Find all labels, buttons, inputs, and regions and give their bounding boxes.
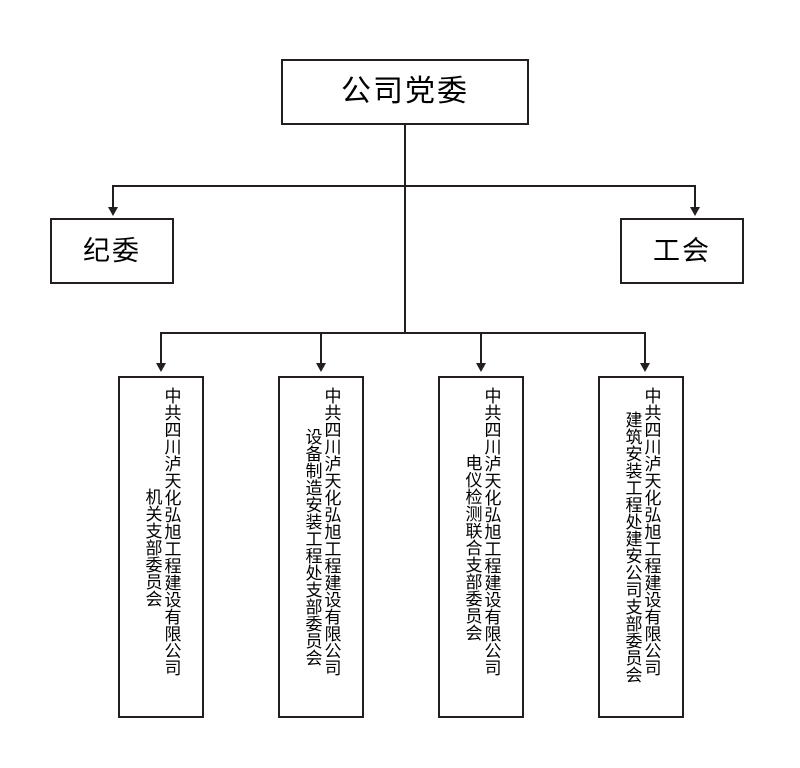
node-company-label: 中共四川泸天化弘旭工程建设有限公司 — [480, 387, 501, 676]
node-company-party-committee[interactable]: 公司党委 — [281, 59, 529, 125]
vertical-text-columns: 机关支部委员会 中共四川泸天化弘旭工程建设有限公司 — [141, 387, 181, 707]
node-company-label: 中共四川泸天化弘旭工程建设有限公司 — [640, 387, 661, 676]
node-branch-equipment-manufacturing[interactable]: 设备制造安装工程处支部委员会 中共四川泸天化弘旭工程建设有限公司 — [278, 376, 364, 718]
connector-level3-bar — [160, 332, 646, 334]
connector-level3-drop-1 — [160, 332, 162, 365]
vertical-text-columns: 电仪检测联合支部委员会 中共四川泸天化弘旭工程建设有限公司 — [461, 387, 501, 707]
connector-level3-drop-3 — [480, 332, 482, 365]
node-branch-construction-installation[interactable]: 建筑安装工程处建安公司支部委员会 中共四川泸天化弘旭工程建设有限公司 — [598, 376, 684, 718]
connector-level3-drop-4 — [644, 332, 646, 365]
connector-level2-bar — [112, 185, 696, 187]
node-unit-label: 设备制造安装工程处支部委员会 — [301, 428, 322, 666]
node-label: 公司党委 — [341, 74, 469, 109]
arrowhead-icon-level3-4 — [640, 363, 650, 372]
arrowhead-icon-level3-2 — [316, 363, 326, 372]
arrowhead-icon-level3-3 — [476, 363, 486, 372]
arrowhead-icon-level3-1 — [156, 363, 166, 372]
node-branch-electrical-instrument-testing[interactable]: 电仪检测联合支部委员会 中共四川泸天化弘旭工程建设有限公司 — [438, 376, 524, 718]
node-company-label: 中共四川泸天化弘旭工程建设有限公司 — [160, 387, 181, 676]
node-unit-label: 机关支部委员会 — [141, 487, 162, 607]
node-discipline-inspection-commission[interactable]: 纪委 — [50, 218, 174, 284]
arrowhead-icon-level2-left — [108, 207, 118, 216]
connector-level2-drop-right — [694, 185, 696, 209]
node-labor-union[interactable]: 工会 — [620, 218, 744, 284]
node-company-label: 中共四川泸天化弘旭工程建设有限公司 — [320, 387, 341, 676]
node-unit-label: 电仪检测联合支部委员会 — [461, 453, 482, 641]
node-label: 工会 — [653, 235, 711, 267]
node-unit-label: 建筑安装工程处建安公司支部委员会 — [621, 411, 642, 683]
connector-level2-drop-left — [112, 185, 114, 209]
node-branch-agency[interactable]: 机关支部委员会 中共四川泸天化弘旭工程建设有限公司 — [118, 376, 204, 718]
vertical-text-columns: 建筑安装工程处建安公司支部委员会 中共四川泸天化弘旭工程建设有限公司 — [621, 387, 661, 707]
node-label: 纪委 — [83, 235, 141, 267]
vertical-text-columns: 设备制造安装工程处支部委员会 中共四川泸天化弘旭工程建设有限公司 — [301, 387, 341, 707]
arrowhead-icon-level2-right — [690, 207, 700, 216]
connector-root-trunk — [404, 125, 406, 332]
connector-level3-drop-2 — [320, 332, 322, 365]
